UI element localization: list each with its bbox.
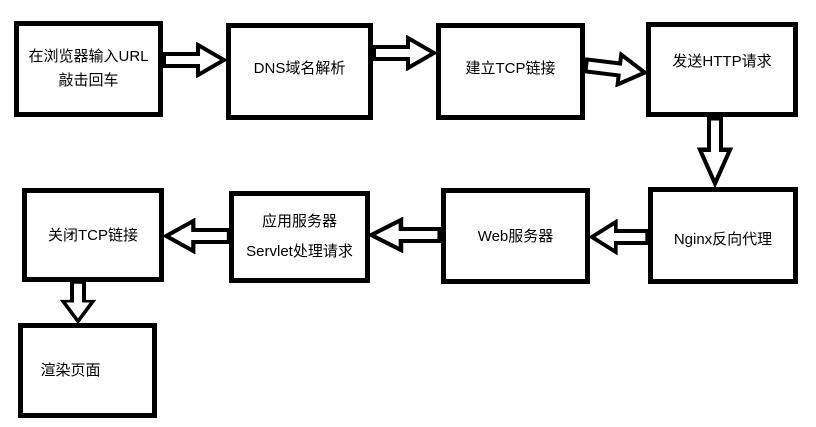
arrow-down-http-to-nginx-icon — [697, 116, 733, 188]
flow-box-dns-resolution: DNS域名解析 — [226, 23, 373, 120]
flow-box-nginx-reverse-proxy: Nginx反向代理 — [648, 187, 798, 284]
arrow-left-app-to-close-icon — [164, 218, 231, 254]
arrow-down-close-to-render-icon — [60, 281, 96, 324]
flow-box-send-http-request: 发送HTTP请求 — [646, 22, 798, 117]
box-label-line: 建立TCP链接 — [465, 60, 556, 77]
box-label-line: 关闭TCP链接 — [47, 226, 138, 244]
box-label-line: 渲染页面 — [40, 362, 101, 379]
box-label-line: 发送HTTP请求 — [672, 53, 772, 70]
arrow-right-tcp-to-http-icon — [583, 50, 649, 88]
flow-box-app-server-servlet: 应用服务器 Servlet处理请求 — [229, 191, 370, 283]
arrow-right-dns-to-tcp-icon — [372, 35, 436, 71]
flow-box-close-tcp: 关闭TCP链接 — [22, 188, 164, 282]
arrow-right-browser-to-dns-icon — [162, 42, 226, 78]
box-label-line: 在浏览器输入URL — [28, 48, 149, 65]
flow-box-establish-tcp: 建立TCP链接 — [436, 23, 585, 120]
flow-box-render-page: 渲染页面 — [18, 323, 157, 418]
arrow-left-nginx-to-web-icon — [590, 219, 649, 255]
box-label-line: Web服务器 — [477, 227, 554, 245]
box-label-line: Servlet处理请求 — [246, 243, 353, 260]
flow-box-browser-input-url: 在浏览器输入URL 敲击回车 — [14, 21, 163, 117]
flow-box-web-server: Web服务器 — [441, 188, 590, 284]
box-label-line: Nginx反向代理 — [673, 231, 773, 248]
box-label-line: DNS域名解析 — [253, 60, 346, 77]
arrow-left-web-to-app-icon — [369, 217, 442, 253]
box-label-line: 应用服务器 — [261, 213, 337, 230]
box-label-line: 敲击回车 — [58, 72, 119, 89]
